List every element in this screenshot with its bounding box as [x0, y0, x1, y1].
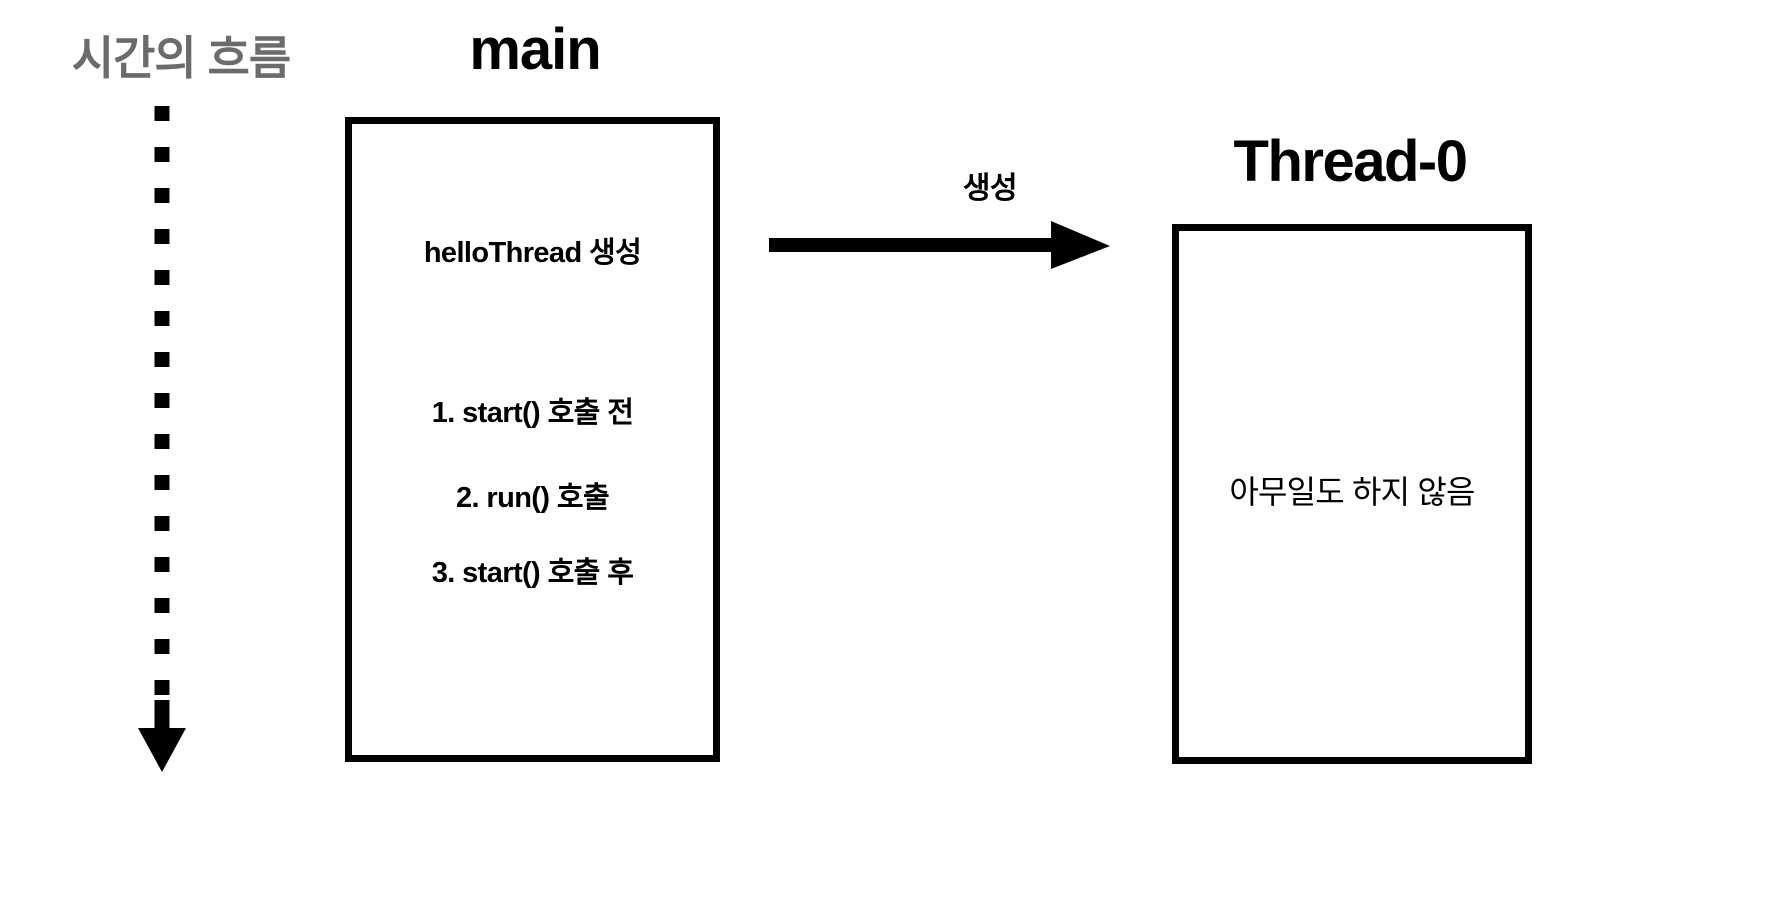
main-thread-line-3: 3. start() 호출 후: [431, 557, 634, 589]
creation-arrow-label: 생성: [962, 172, 1018, 205]
main-thread-line-2: 2. run() 호출: [455, 482, 610, 514]
time-flow-label: 시간의 흐름: [71, 32, 291, 84]
main-thread-line-1: 1. start() 호출 전: [431, 397, 634, 429]
time-flow-arrow-icon: [130, 100, 240, 890]
creation-arrow-icon: [765, 215, 1120, 285]
main-thread-line-0: helloThread 생성: [423, 237, 642, 269]
worker-thread-box: 아무일도 하지 않음: [1172, 224, 1532, 764]
main-thread-box: helloThread 생성 1. start() 호출 전 2. run() …: [345, 117, 720, 762]
main-thread-lines: helloThread 생성 1. start() 호출 전 2. run() …: [352, 124, 713, 755]
worker-thread-body-text: 아무일도 하지 않음: [1229, 474, 1475, 510]
main-thread-title: main: [469, 17, 601, 82]
worker-thread-title: Thread-0: [1233, 129, 1468, 194]
